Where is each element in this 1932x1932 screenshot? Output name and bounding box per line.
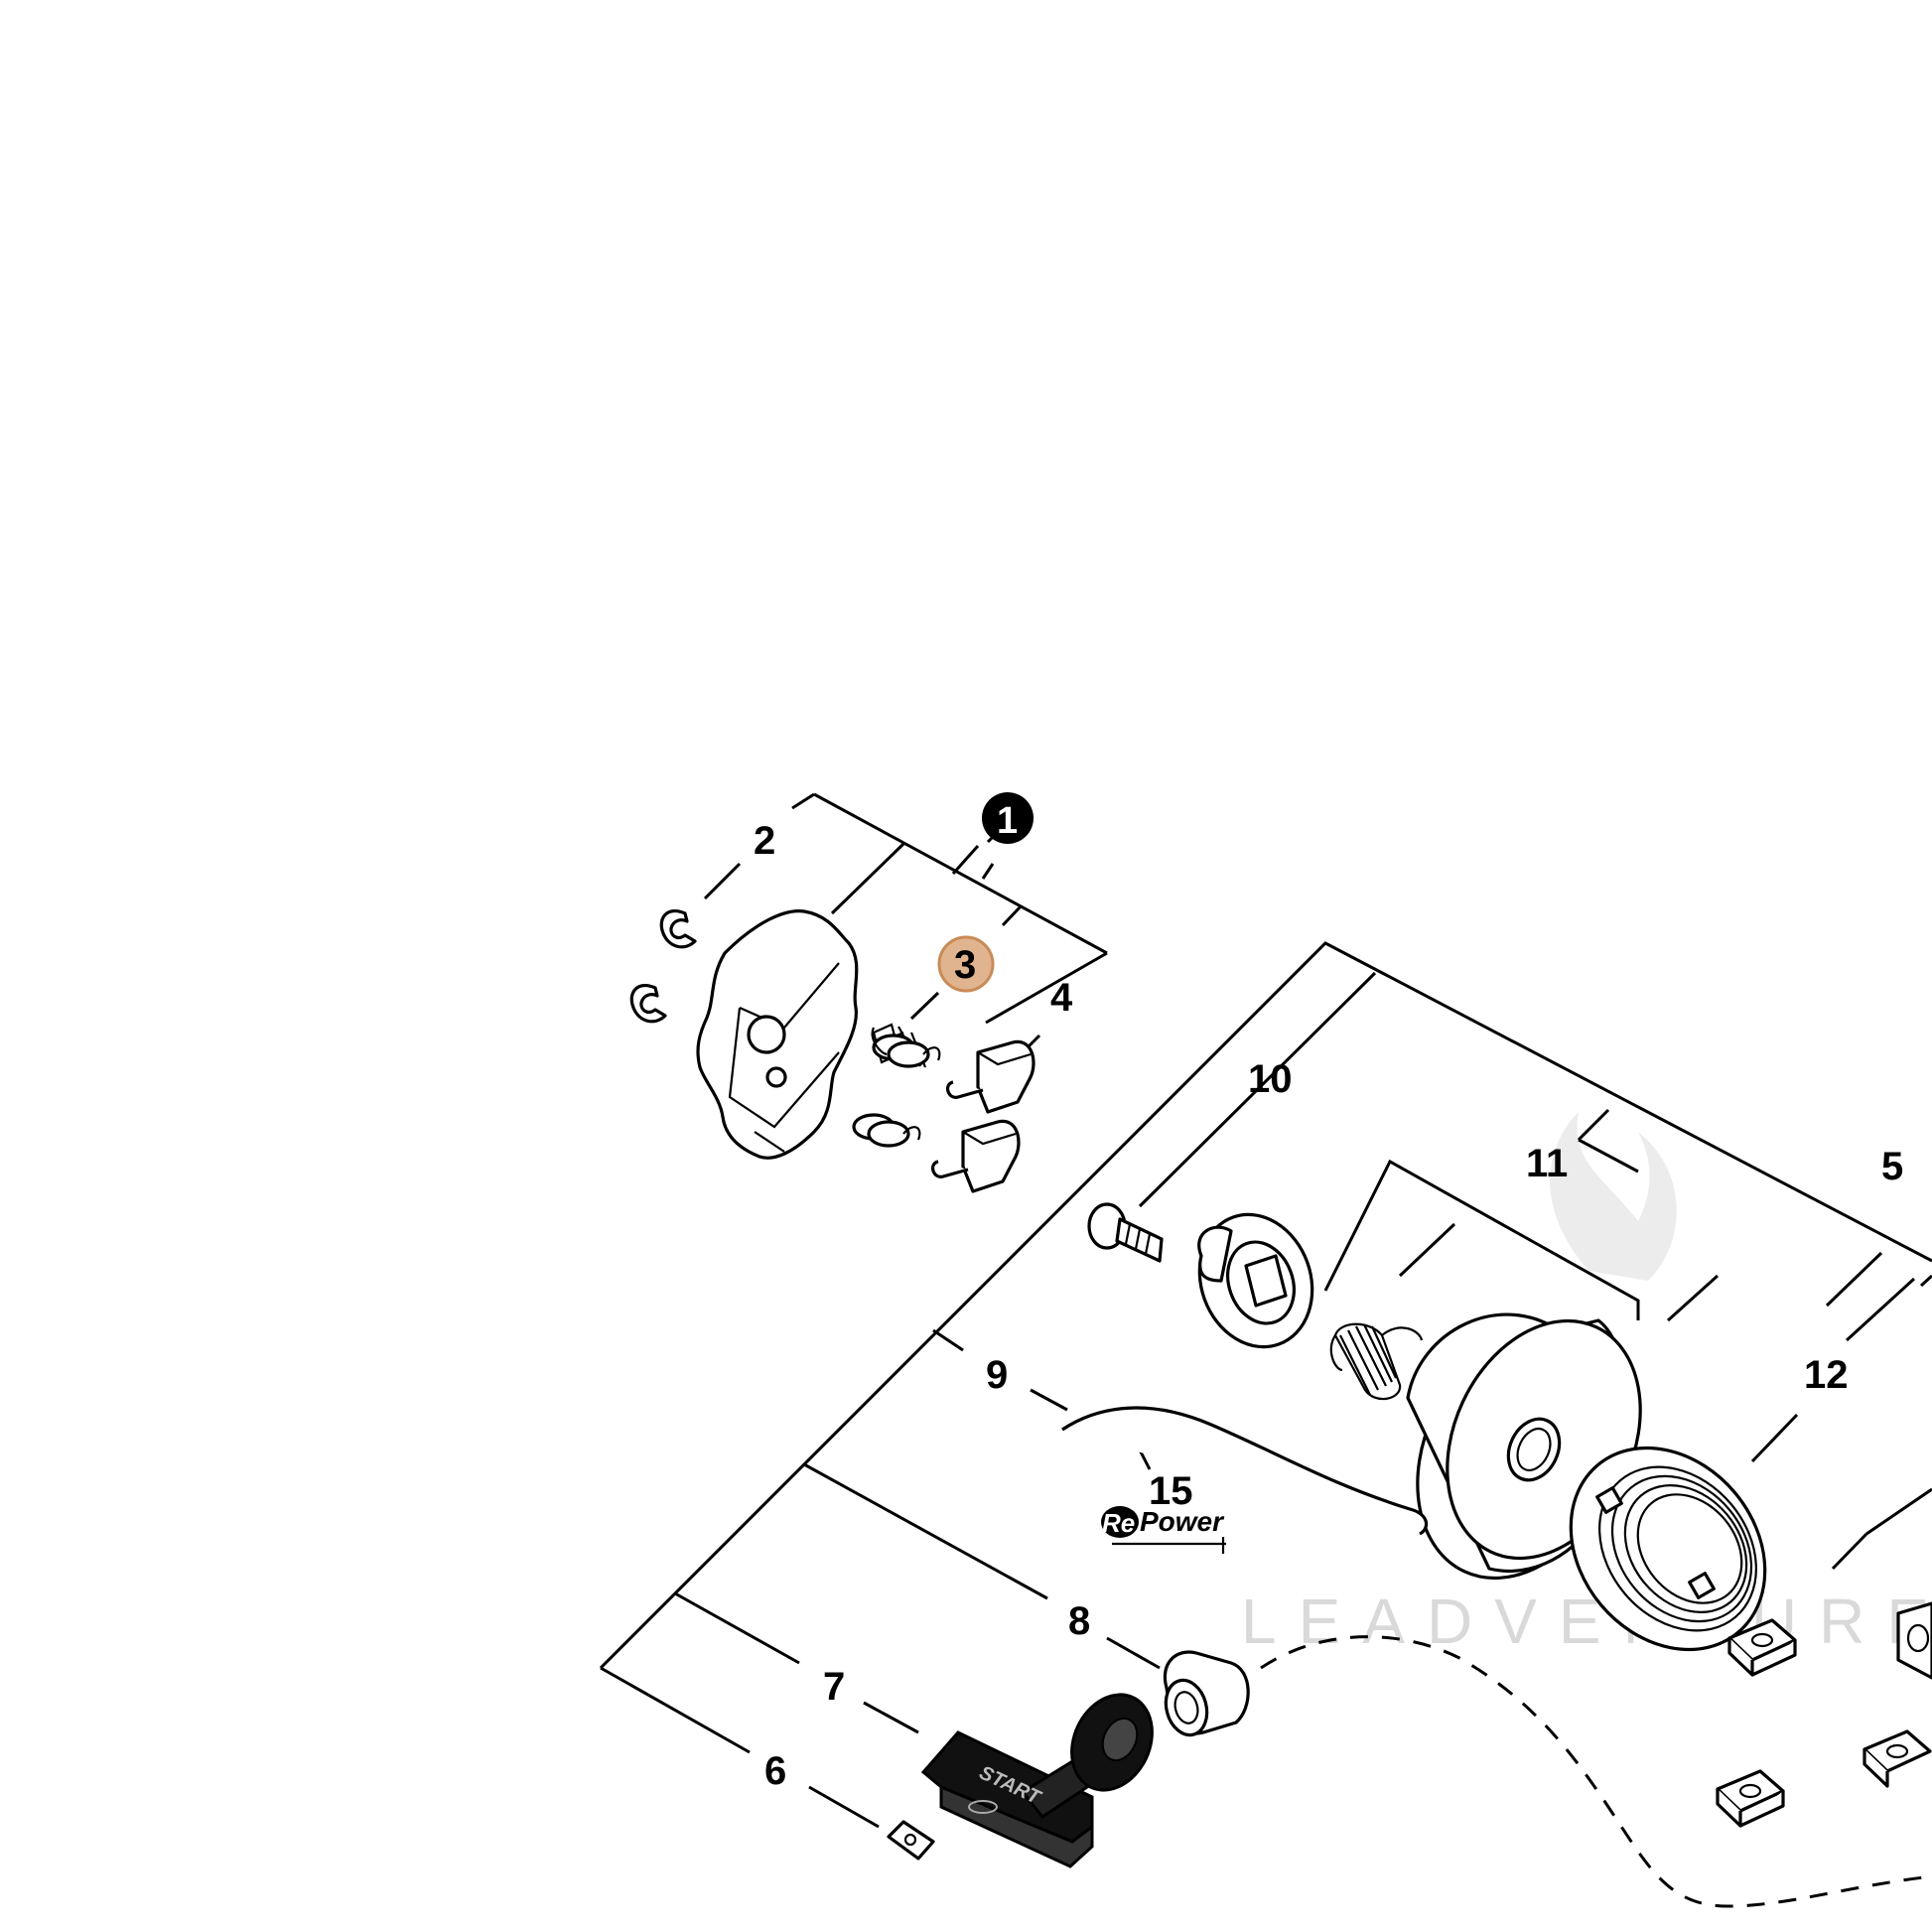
callout-5: 5 — [1881, 1145, 1903, 1188]
callout-12: 12 — [1804, 1353, 1849, 1397]
repower-logo: Re Power — [1101, 1506, 1226, 1554]
callout-2: 2 — [754, 819, 775, 863]
repower-logo-re: Re — [1102, 1508, 1135, 1538]
callout-6: 6 — [764, 1749, 786, 1793]
square-nut-part — [1716, 1601, 1932, 1828]
watermark: LEADVENTURE — [1241, 1112, 1932, 1657]
circlip-part — [629, 909, 697, 1024]
callout-3: 3 — [954, 943, 976, 987]
repower-logo-mark — [1101, 1506, 1139, 1538]
callout-11: 11 — [1526, 1142, 1568, 1185]
rope-path-dashed — [1260, 1635, 1932, 1908]
leader-lines — [599, 792, 1932, 1829]
pawl-carrier-part — [696, 909, 859, 1160]
callout-15: 15 — [1149, 1469, 1193, 1513]
pawl-spring-part — [852, 1023, 941, 1148]
repower-logo-power: Power — [1140, 1506, 1225, 1537]
callout-9: 9 — [986, 1353, 1008, 1397]
rewind-spring-part — [1329, 1322, 1424, 1401]
callout-8: 8 — [1068, 1599, 1090, 1643]
grip-clip-part — [887, 1820, 935, 1861]
rope-guide-bushing-part — [1163, 1650, 1250, 1737]
callout-10: 10 — [1248, 1057, 1293, 1101]
callout-4: 4 — [1050, 976, 1073, 1020]
rope-rotor-hub-part — [1197, 1212, 1314, 1349]
watermark-flame-icon — [1550, 1112, 1677, 1281]
screw-part — [1087, 1202, 1164, 1263]
rewind-spring-cassette-part — [1569, 1446, 1767, 1652]
watermark-text: LEADVENTURE — [1241, 1586, 1932, 1657]
callout-1: 1 — [997, 800, 1018, 842]
starter-grip-part: START — [920, 1693, 1154, 1868]
callout-labels: 1 2 3 4 5 6 7 8 9 10 11 12 15 — [754, 792, 1903, 1793]
pawl-part — [930, 1039, 1035, 1193]
callout-7: 7 — [823, 1665, 845, 1709]
starter-rope-part — [1061, 1406, 1429, 1536]
callout-1-badge — [982, 792, 1034, 844]
callout-3-highlight — [937, 935, 995, 993]
